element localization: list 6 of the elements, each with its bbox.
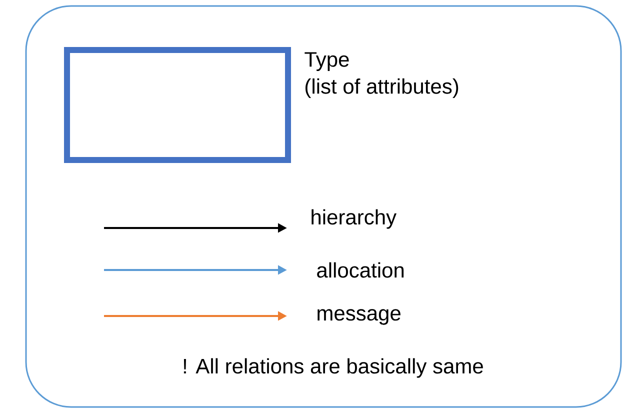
note: ! All relations are basically same bbox=[184, 358, 483, 378]
type-caption: Type (list of attributes) bbox=[304, 52, 458, 98]
legend-text: allocation bbox=[317, 262, 404, 278]
legend-text: hierarchy bbox=[312, 209, 397, 229]
legend-text: message bbox=[318, 309, 400, 325]
type-box bbox=[64, 47, 291, 163]
